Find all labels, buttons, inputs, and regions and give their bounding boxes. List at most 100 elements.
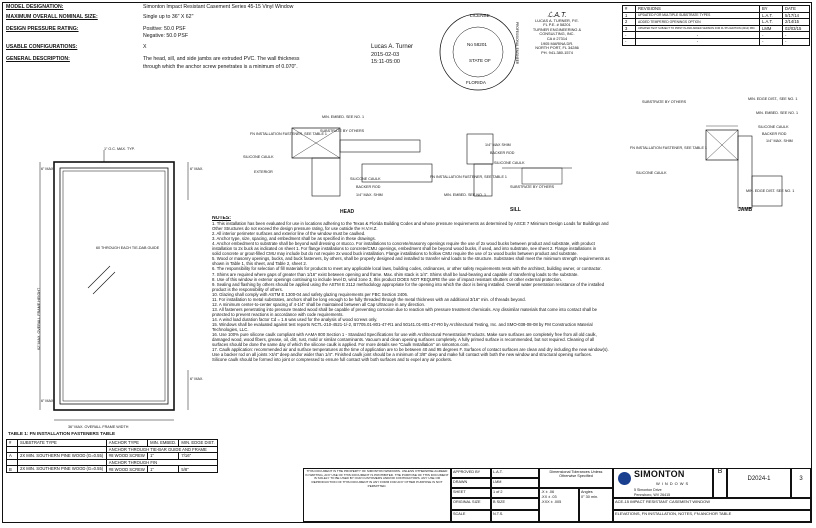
jamb-label-substrate: SUBSTRATE BY OTHERS [642, 100, 687, 104]
signature-date: 2015-02-03 [371, 52, 400, 58]
fastener-table-header: # SUBSTRATE TYPE ANCHOR TYPE MIN. EMBED.… [6, 439, 218, 447]
elevation-dim-top-right: 6" MAX. [190, 167, 204, 171]
jamb-section-drawing [705, 125, 783, 209]
angles-value: 0° 30 min. [581, 495, 599, 499]
fastener-header-cell: MIN. EMBED. [147, 439, 180, 447]
note-line: 14. A wind load duration factor Cd = 1.6… [212, 316, 378, 322]
jamb-label-edge-2: MIN. EDGE DIST. SEE NO. 1 [746, 189, 795, 193]
note-line: solid concrete or grout-filled CMU may i… [212, 251, 578, 257]
tb-label-size: ORIGINAL SIZE [451, 498, 491, 510]
design-pressure-positive: Positive: 50.0 PSF [143, 26, 186, 32]
engineer-line: LUCAS A. TURNER, P.E. [535, 17, 579, 23]
sill-label-fastener: FN INSTALLATION FASTENER, SEE TABLE 1 [430, 175, 507, 179]
jamb-label-fastener: FN INSTALLATION FASTENER, SEE TABLE 1 [630, 146, 707, 150]
revision-cell: - [635, 31, 760, 39]
revision-cell: UPDATED FOR MULTIPLE SUBSTRATE TYPES [635, 11, 760, 20]
head-label-shim-2: 1/4" MAX. SHIM [356, 193, 383, 197]
tb-angles: Angles 0° 30 min. [579, 488, 613, 522]
tb-value-drawn: LMM [491, 478, 539, 488]
seal-side-text: PROFESSIONAL ENGINEER [515, 22, 519, 65]
jamb-label-embed: MIN. EMBED. SEE NO. 1 [756, 111, 799, 115]
tb-tolerances: .X ± .06 .XX ± .03 .XXX ± .005 [539, 488, 579, 522]
elevation-dim-spacing: 1" O.C. MAX. TYP. [104, 147, 135, 151]
revision-row: 1 UPDATED FOR MULTIPLE SUBSTRATE TYPES L… [622, 11, 810, 20]
revision-cell: - [635, 37, 760, 46]
company-address-2: Pennsboro, WV 26415 [634, 492, 671, 497]
head-label-fastener: FN INSTALLATION FASTENER, SEE TABLE 1 [250, 132, 327, 136]
note-line: 12. A minimum center-to-center spacing o… [212, 301, 426, 307]
note-line: 2. All interior perimeter surfaces and e… [212, 231, 366, 237]
note-line: surfaces should be done the same day of … [212, 342, 470, 348]
jamb-label-shim: 1/4" MAX. SHIM [766, 139, 793, 143]
company-address-1: 5 Simonton Drive [634, 488, 662, 492]
note-line: shown in Table 1, this sheet, and Table … [212, 261, 307, 267]
sill-label-embed: MIN. EMBED. SEE NO. 1 [444, 193, 487, 197]
head-caption: HEAD [340, 209, 355, 215]
revision-cell: 02/03/15 [782, 24, 810, 33]
description-label: GENERAL DESCRIPTION: [6, 56, 70, 62]
seal-state: STATE OF [469, 58, 491, 63]
fastener-subheader-row: ANCHOR THROUGH TIE-BAR GUIDE AND FRAME [6, 445, 219, 454]
elevation-dim-height: 62" MAX. OVERALL FRAME HEIGHT [37, 287, 41, 350]
revision-row: - - - - [622, 31, 810, 39]
revisions-table: # REVISIONS BY DATE 1 UPDATED FOR MULTIP… [622, 5, 810, 46]
fastener-header-cell: SUBSTRATE TYPE [17, 439, 107, 447]
elevation-dim-bottom-left: 6" MAX. [41, 399, 55, 403]
elevation-dim-guide-note: 60 THROUGH EACH TIE-DAB GUIDE [96, 246, 160, 250]
revisions-header: BY [759, 5, 783, 13]
elevation-dim-top-left: 6" MAX. [41, 167, 55, 171]
fastener-cell: 2X MIN. SOUTHERN PINE WOOD (G=0.55) [17, 452, 107, 460]
revision-cell: 2 [622, 18, 636, 26]
max-size-label: MAXIMUM OVERALL NOMINAL SIZE: [6, 14, 98, 20]
note-line: 17. Caulk application: recommended air a… [212, 347, 609, 353]
note-line: protected to prevent reactions in accord… [212, 311, 344, 317]
engineer-line: NORTH PORT, FL 34286 [535, 45, 579, 51]
fastener-cell: 1" [147, 465, 180, 473]
fastener-cell: B [6, 465, 18, 473]
revision-cell: L.A.T. [759, 11, 783, 20]
revision-cell: - [622, 37, 636, 46]
tolerance-line: .XXX ± .005 [541, 500, 562, 504]
head-label-caulk-2: SILICONE CAULK [494, 161, 525, 165]
sill-label-substrate: SUBSTRATE BY OTHERS [510, 185, 555, 189]
tb-rev: 3 [791, 468, 811, 498]
tb-value-approved: L.A.T. [491, 468, 539, 478]
revisions-header-row: # REVISIONS BY DATE [622, 5, 810, 13]
fastener-header-cell: MIN. EDGE DIST. [178, 439, 218, 447]
fastener-header-cell: ANCHOR TYPE [105, 439, 149, 447]
head-label-shim: 1/4" MAX SHIM [485, 143, 511, 147]
simonton-logo-icon [618, 472, 631, 485]
tb-value-scale: N.T.S. [491, 510, 539, 522]
revision-cell: L.A.T. [759, 18, 783, 26]
jamb-label-edge: MIN. EDGE DIST., SEE NO. 1 [748, 97, 798, 101]
revision-row: 3 UPDATED TEXT SUBJECT TO PRINT IN AND A… [622, 24, 810, 33]
fastener-subheader: ANCHOR THROUGH TIE-BAR GUIDE AND FRAME [105, 445, 219, 454]
fastener-cell: #8 WOOD SCREW [105, 452, 149, 460]
note-line: 16. Use 100% pure silicone caulk complia… [212, 332, 597, 338]
head-label-backer: BACKER ROD [490, 151, 515, 155]
note-line: Other Structures do not exceed the desig… [212, 226, 378, 232]
notes-list: 1. This installation has been evaluated … [212, 221, 810, 362]
seal-number: No 58201 [467, 42, 487, 47]
jamb-caption: JAMB [738, 207, 753, 213]
disclaimer-box: THIS DOCUMENT IS THE PROPERTY OF SIMONTO… [303, 468, 451, 522]
fastener-cell: 1" [147, 452, 180, 460]
description-line-1: The head, sill, and side jambs are extru… [143, 56, 300, 62]
note-line: 13. All fasteners penetrating into press… [212, 306, 598, 312]
fastener-row: B 2X MIN. SOUTHERN PINE WOOD (G=0.55) #8… [6, 465, 218, 473]
head-label-substrate: SUBSTRATE BY OTHERS [320, 129, 365, 133]
angles-label: Angles [581, 490, 593, 494]
design-pressure-negative: Negative: 50.0 PSF [143, 33, 188, 39]
tb-subtitle: ELEVATIONS, FN INSTALLATION, NOTES, FN A… [613, 510, 811, 522]
revision-row: - - - - [622, 37, 810, 46]
design-pressure-label: DESIGN PRESSURE RATING: [6, 26, 79, 32]
signature-time: 15:11-05:00 [371, 59, 400, 65]
elevation-dim-width: 36" MAX. OVERALL FRAME WIDTH [68, 425, 129, 429]
engineer-line: CONSULTING, INC. [539, 31, 575, 37]
notes-block: NOTES: 1. This installation has been eva… [212, 216, 810, 362]
note-line: 6. The responsibility for selection of f… [212, 266, 602, 272]
fastener-subheader-row: ANCHOR THROUGH FIN [6, 458, 219, 467]
head-label-exterior: EXTERIOR [254, 170, 273, 174]
engineer-block: ℒ.A.T. LUCAS A. TURNER, P.E. FL P.E. # 5… [524, 12, 590, 55]
tolerance-line: .X ± .06 [541, 490, 555, 494]
